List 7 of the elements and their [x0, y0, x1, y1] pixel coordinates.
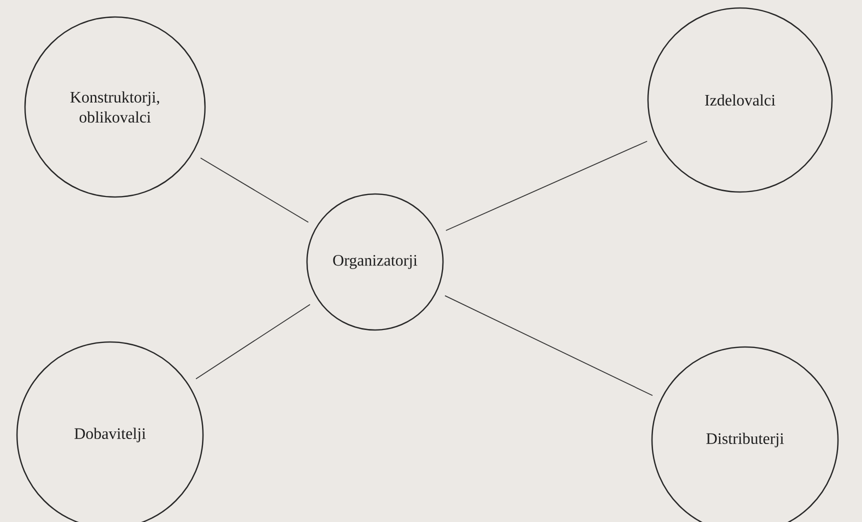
circle-node: Konstruktorji, oblikovalci — [24, 16, 206, 198]
circle-node: Izdelovalci — [647, 7, 833, 193]
connector-line — [444, 295, 653, 396]
connector-line — [196, 304, 310, 380]
circle-node: Organizatorji — [306, 193, 444, 331]
connector-line — [200, 158, 309, 223]
connector-line — [446, 140, 648, 231]
